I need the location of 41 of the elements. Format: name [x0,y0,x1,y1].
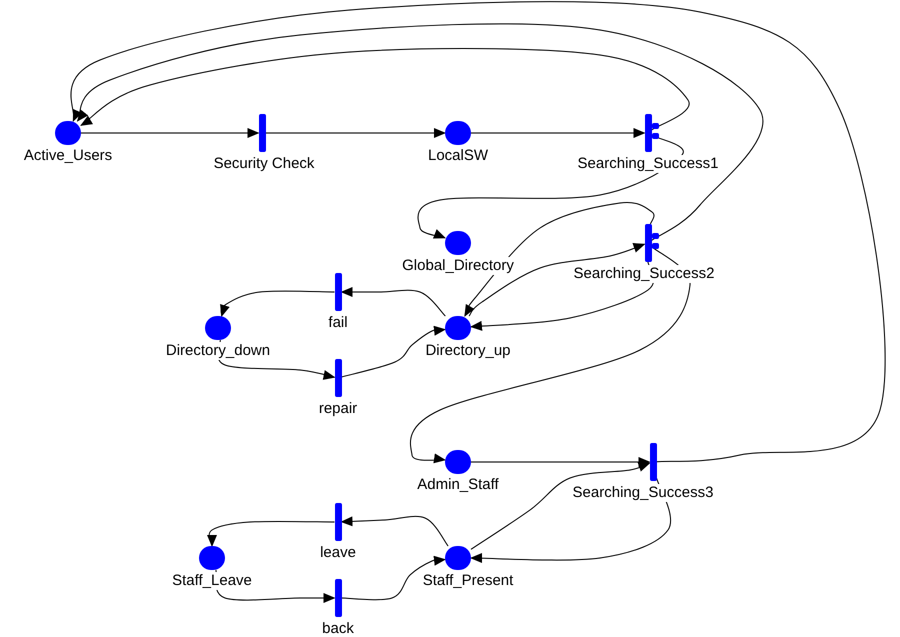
transition-bar [644,114,652,152]
arrow [205,520,335,547]
arrow [265,128,446,138]
node-label: Searching_Success1 [578,155,718,173]
node-label: Staff_Leave [172,572,252,590]
arrow [470,457,650,467]
arrow [341,325,446,378]
transition-bar [644,224,652,262]
arrow [70,1,886,462]
node-label: Directory_up [425,342,511,360]
node-label: repair [318,400,358,418]
node-label: Searching_Success3 [572,484,714,502]
arrow [464,202,654,317]
arrow [418,134,684,240]
node-label: Admin_Staff [417,476,499,494]
transition-bar [334,359,342,397]
arrow [468,243,646,316]
arrow [215,570,336,603]
arrow [77,23,764,241]
node-label: Staff_Present [422,572,514,590]
arrow [470,462,650,550]
arrow [80,128,260,138]
node-label: Searching_Success2 [574,265,714,283]
transition-bar [258,114,266,152]
arrow [80,48,690,131]
node-label: Active_Users [24,147,112,165]
node-label: Global_Directory [402,257,514,275]
arrow [218,290,335,317]
arrow [470,262,654,331]
transition-bar [334,503,342,541]
arrow [341,555,446,600]
transition-bar [334,579,342,617]
transition-bar [334,273,342,311]
node-label: Security Check [214,155,314,173]
arrow [470,128,646,138]
arrow [410,246,690,464]
arrow [340,287,446,316]
arrow [470,477,672,564]
arrow [340,516,449,546]
transition-bar [650,443,656,481]
node-label: Directory_down [166,342,270,360]
